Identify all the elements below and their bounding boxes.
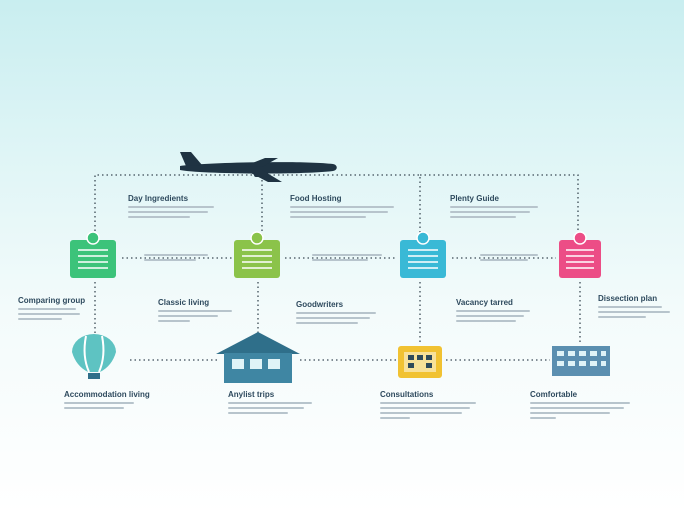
connector-top-middle <box>261 174 421 240</box>
text-line <box>530 402 630 404</box>
text-line <box>228 402 312 404</box>
text-line <box>450 206 538 208</box>
annotation-top-1: Day Ingredients <box>128 194 214 221</box>
annotation-bottom-3-title: Consultations <box>380 390 434 399</box>
annotation-mid-4-title: Vacancy tarred <box>456 298 513 307</box>
lime-checklist-icon <box>234 231 280 278</box>
connector-label-1 <box>144 251 208 264</box>
annotation-mid-2-title: Classic living <box>158 298 210 307</box>
text-line <box>64 402 134 404</box>
airplane-icon <box>180 152 337 182</box>
annotation-bottom-4-title: Comfortable <box>530 390 578 399</box>
building-icon <box>552 346 610 376</box>
text-line <box>290 211 388 213</box>
annotation-bottom-3: Consultations <box>380 390 476 422</box>
text-line <box>18 318 62 320</box>
text-line <box>380 407 470 409</box>
text-line <box>380 417 410 419</box>
annotation-mid-4: Vacancy tarred <box>456 298 530 325</box>
text-line <box>128 211 208 213</box>
text-line <box>598 311 670 313</box>
text-line <box>158 315 218 317</box>
text-line <box>598 316 646 318</box>
connector-lines <box>94 174 581 361</box>
text-line <box>18 308 76 310</box>
text-line <box>456 320 516 322</box>
text-line <box>312 259 368 261</box>
connector-top-left <box>94 174 262 240</box>
text-line <box>456 310 530 312</box>
text-line <box>144 259 196 261</box>
text-line <box>64 407 124 409</box>
annotation-mid-5: Dissection plan <box>598 294 670 321</box>
annotation-top-2-title: Food Hosting <box>290 194 342 203</box>
text-line <box>598 306 662 308</box>
text-line <box>158 320 190 322</box>
text-line <box>450 211 530 213</box>
annotation-mid-2: Classic living <box>158 298 232 325</box>
house-icon <box>216 332 300 383</box>
annotation-top-3: Plenty Guide <box>450 194 538 221</box>
connector-label-3 <box>480 251 538 264</box>
text-line <box>296 312 376 314</box>
annotation-mid-3: Goodwriters <box>296 300 376 327</box>
annotation-top-2: Food Hosting <box>290 194 394 221</box>
text-line <box>296 322 358 324</box>
annotation-bottom-2-title: Anylist trips <box>228 390 275 399</box>
text-line <box>480 259 528 261</box>
annotation-mid-1-title: Comparing group <box>18 296 86 305</box>
text-line <box>18 313 80 315</box>
pink-checklist-icon <box>559 231 601 278</box>
annotation-mid-1: Comparing group <box>18 296 85 323</box>
text-line <box>530 407 624 409</box>
text-line <box>312 254 382 256</box>
text-line <box>158 310 232 312</box>
annotation-mid-3-title: Goodwriters <box>296 300 344 309</box>
annotation-mid-5-title: Dissection plan <box>598 294 658 303</box>
text-line <box>450 216 516 218</box>
text-line <box>480 254 538 256</box>
annotation-bottom-1-title: Accommodation living <box>64 390 150 399</box>
text-line <box>456 315 524 317</box>
text-line <box>296 317 370 319</box>
text-line <box>380 412 462 414</box>
text-line <box>144 254 208 256</box>
text-line <box>228 412 288 414</box>
annotation-bottom-4: Comfortable <box>530 390 630 422</box>
text-line <box>290 216 366 218</box>
annotation-top-3-title: Plenty Guide <box>450 194 499 203</box>
connector-top-right <box>420 174 579 240</box>
annotation-top-1-title: Day Ingredients <box>128 194 189 203</box>
text-line <box>128 216 190 218</box>
text-line <box>128 206 214 208</box>
cyan-checklist-icon <box>400 231 446 278</box>
hot-air-balloon-icon <box>72 334 116 379</box>
connector-label-2 <box>312 251 382 264</box>
text-line <box>530 412 610 414</box>
text-line <box>290 206 394 208</box>
annotation-bottom-2: Anylist trips <box>228 390 312 417</box>
text-line <box>228 407 304 409</box>
text-line <box>530 417 556 419</box>
annotation-bottom-1: Accommodation living <box>64 390 150 412</box>
text-line <box>380 402 476 404</box>
green-checklist-icon <box>70 231 116 278</box>
yellow-calendar-icon <box>398 346 442 378</box>
